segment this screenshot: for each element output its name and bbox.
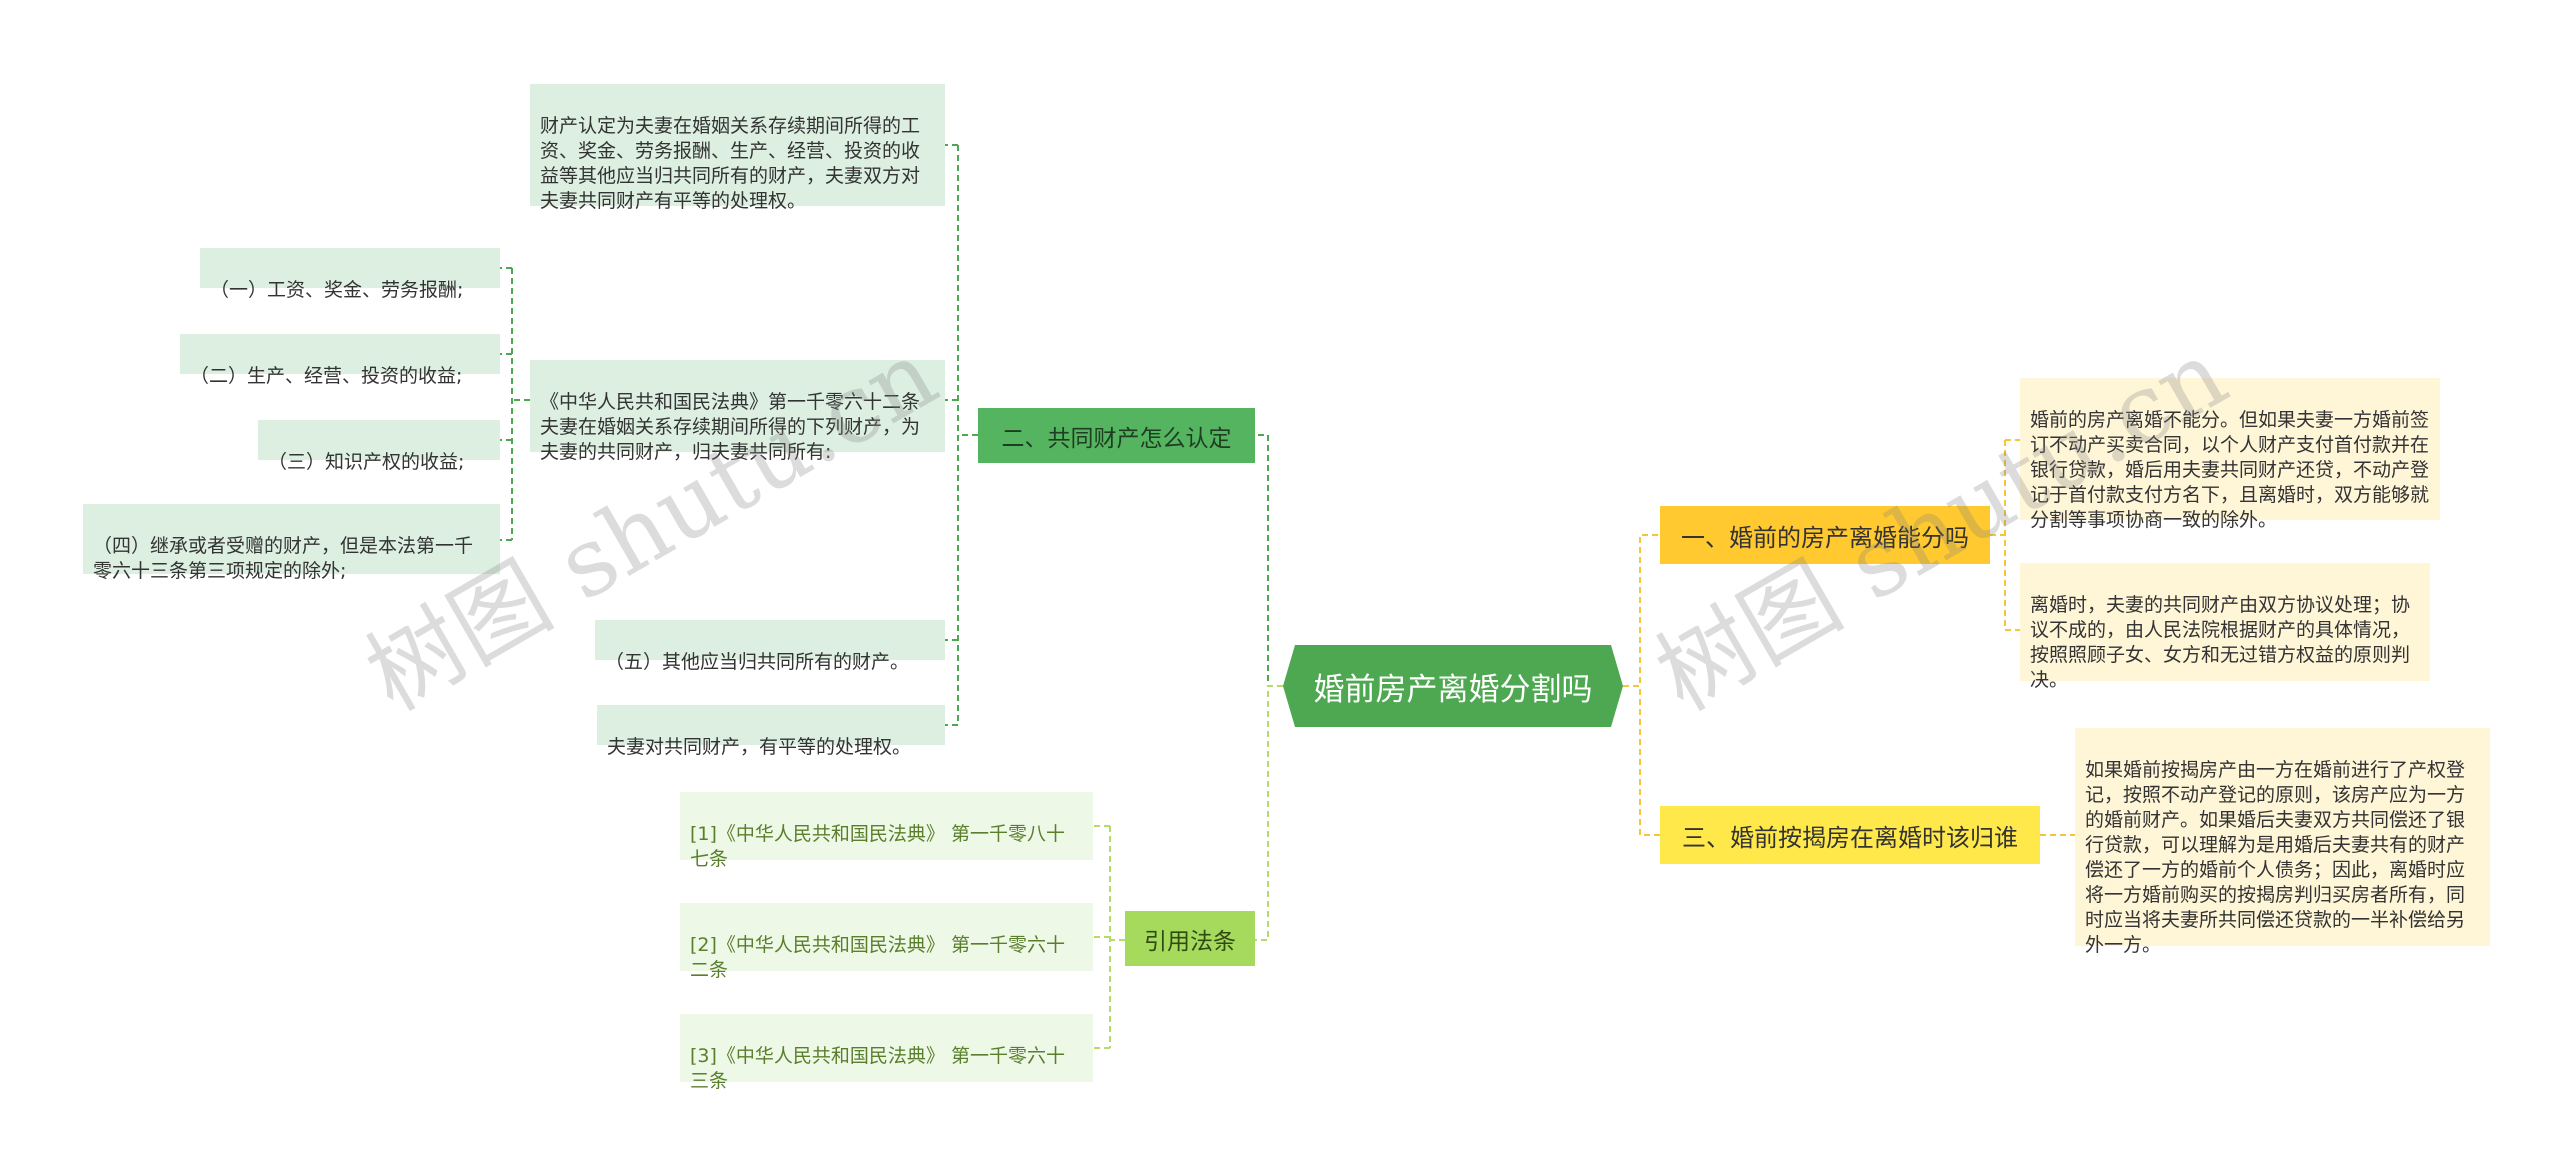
root-title: 婚前房产离婚分割吗	[1313, 671, 1593, 708]
branch-mortgage-house[interactable]: 三、婚前按揭房在离婚时该归谁	[1660, 806, 2040, 864]
connector-root-b3	[1623, 685, 1660, 836]
leaf-property-definition[interactable]: 财产认定为夫妻在婚姻关系存续期间所得的工资、奖金、劳务报酬、生产、经营、投资的收…	[530, 84, 945, 212]
connector-root-b4	[1255, 685, 1283, 941]
root-topic[interactable]: 婚前房产离婚分割吗	[1283, 645, 1623, 727]
leaf-mortgage-detail[interactable]: 如果婚前按揭房产由一方在婚前进行了产权登记，按照不动产登记的原则，该房产应为一方…	[2075, 728, 2490, 956]
cited-law-1063[interactable]: [3]《中华人民共和国民法典》 第一千零六十三条	[680, 1014, 1093, 1092]
leaf-premarital-not-divided[interactable]: 婚前的房产离婚不能分。但如果夫妻一方婚前签订不动产买卖合同，以个人财产支付首付款…	[2020, 378, 2440, 531]
subleaf-inheritance[interactable]: （四）继承或者受赠的财产，但是本法第一千零六十三条第三项规定的除外;	[83, 504, 500, 582]
cited-law-1062[interactable]: [2]《中华人民共和国民法典》 第一千零六十二条	[680, 903, 1093, 981]
branch-label: 一、婚前的房产离婚能分吗	[1681, 523, 1969, 552]
connector-b2-leaves	[945, 144, 978, 726]
branch-label: 三、婚前按揭房在离婚时该归谁	[1682, 823, 2018, 852]
branch-label: 引用法条	[1144, 928, 1236, 955]
leaf-equal-disposal-right[interactable]: 夫妻对共同财产，有平等的处理权。	[597, 705, 945, 758]
connector-b1-leaves	[1990, 439, 2020, 631]
branch-premarital-property[interactable]: 一、婚前的房产离婚能分吗	[1660, 506, 1990, 564]
leaf-other-common-property[interactable]: （五）其他应当归共同所有的财产。	[595, 620, 945, 673]
leaf-civil-code-1062[interactable]: 《中华人民共和国民法典》第一千零六十二条夫妻在婚姻关系存续期间所得的下列财产，为…	[530, 360, 945, 463]
branch-common-property[interactable]: 二、共同财产怎么认定	[978, 408, 1255, 463]
branch-cited-laws[interactable]: 引用法条	[1125, 911, 1255, 966]
connector-b4-leaves	[1093, 825, 1125, 1049]
connector-root-b1	[1623, 534, 1660, 687]
branch-label: 二、共同财产怎么认定	[1001, 425, 1232, 452]
leaf-divorce-agreement[interactable]: 离婚时，夫妻的共同财产由双方协议处理；协议不成的，由人民法院根据财产的具体情况，…	[2020, 563, 2430, 691]
subleaf-wages[interactable]: （一）工资、奖金、劳务报酬;	[200, 248, 500, 301]
cited-law-1087[interactable]: [1]《中华人民共和国民法典》 第一千零八十七条	[680, 792, 1093, 870]
connector-root-b2	[1255, 434, 1283, 687]
connector-b2-subleaves	[500, 267, 530, 541]
subleaf-ip-income[interactable]: （三）知识产权的收益;	[258, 420, 500, 473]
subleaf-business-income[interactable]: （二）生产、经营、投资的收益;	[180, 334, 500, 387]
